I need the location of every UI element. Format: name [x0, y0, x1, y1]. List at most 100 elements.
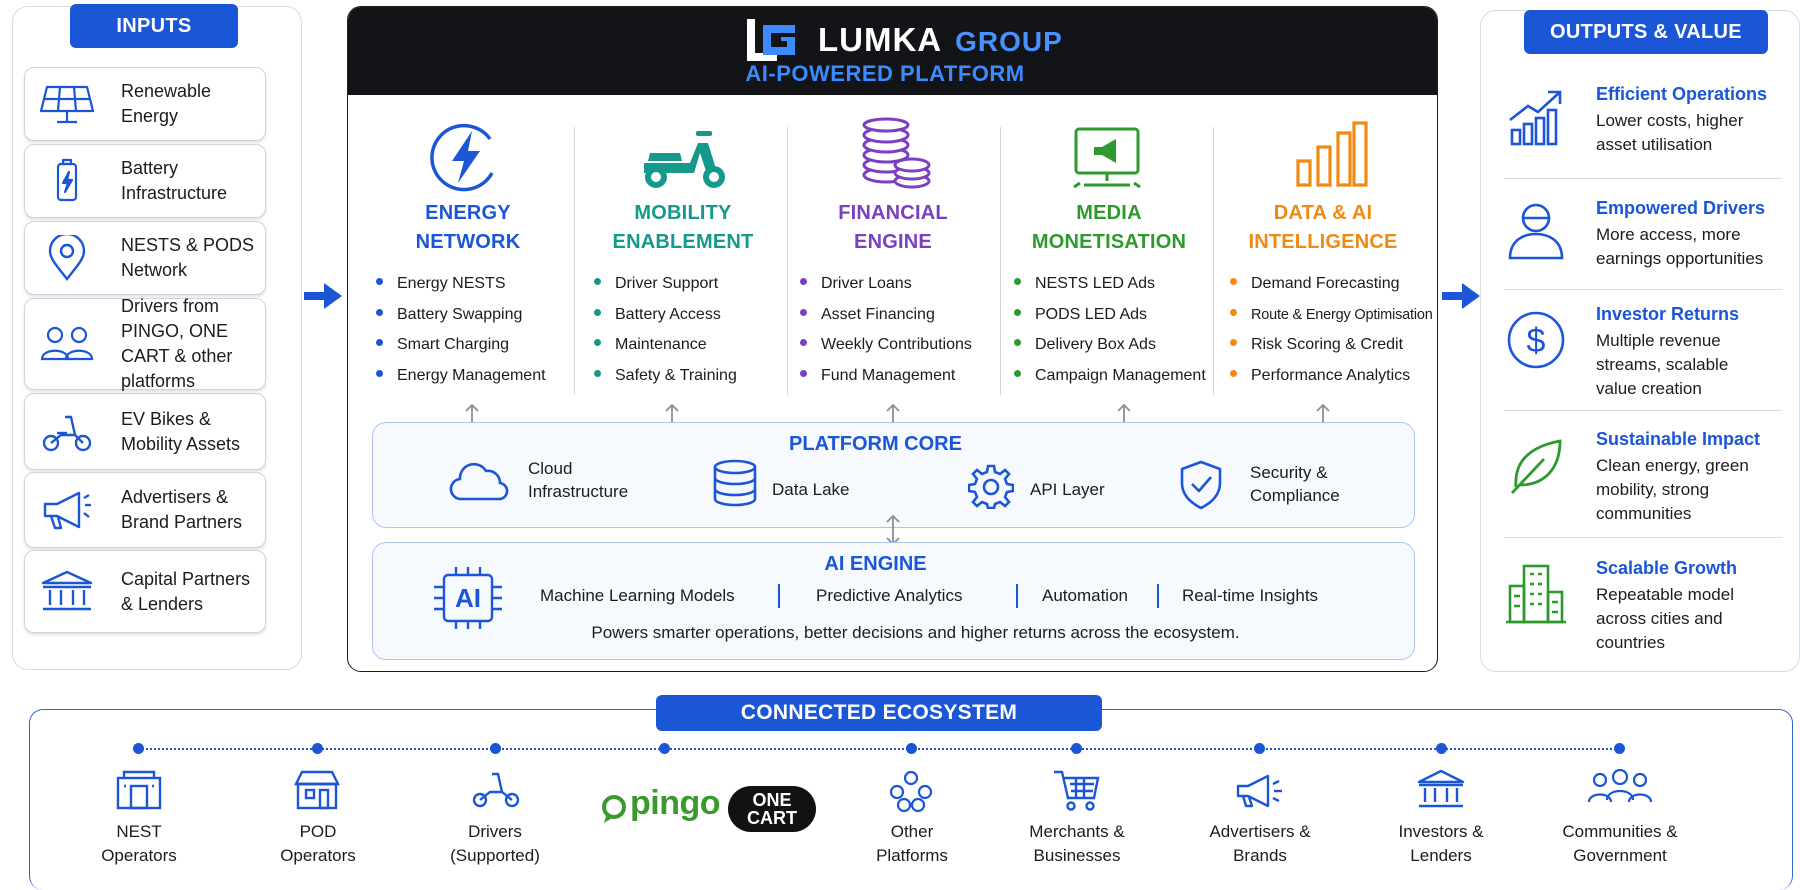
column-title-data-ai: DATA & AI INTELLIGENCE: [1248, 202, 1398, 253]
driver-icon: [1508, 203, 1564, 260]
divider: [1016, 584, 1018, 608]
input-card-renewable-energy: Renewable Energy: [24, 67, 266, 141]
energy-list: Energy NESTS Battery Swapping Smart Char…: [376, 269, 546, 391]
list-item: Smart Charging: [376, 330, 546, 361]
platform-header: LUMKA GROUP AI-POWERED PLATFORM: [348, 7, 1437, 95]
output-title: Efficient Operations: [1596, 84, 1768, 104]
connector-dot: [133, 743, 144, 754]
data-ai-list: Demand Forecasting Route & Energy Optimi…: [1230, 269, 1433, 391]
ai-item-label: Predictive Analytics: [816, 586, 963, 605]
output-desc: More access, more earnings opportunities: [1596, 225, 1764, 268]
input-card-label: NESTS & PODS Network: [121, 235, 255, 280]
cloud-icon: [449, 462, 509, 501]
input-card-drivers: Drivers from PINGO, ONE CART & other pla…: [24, 296, 266, 391]
scooter-icon: [472, 772, 520, 808]
list-item: Demand Forecasting: [1230, 269, 1433, 300]
connector-dot: [906, 743, 917, 754]
core-item-label: Data Lake: [772, 480, 850, 499]
bar-chart-icon: [1296, 121, 1368, 187]
input-card-ev-bikes: EV Bikes & Mobility Assets: [24, 393, 266, 470]
output-title: Sustainable Impact: [1596, 429, 1761, 449]
divider: [1157, 584, 1159, 608]
list-item: Asset Financing: [800, 300, 972, 331]
financial-list: Driver Loans Asset Financing Weekly Cont…: [800, 269, 972, 391]
lumka-logo: [747, 19, 795, 61]
ai-engine-title: AI ENGINE: [824, 553, 927, 575]
output-desc: Repeatable model across cities and count…: [1596, 585, 1734, 652]
column-divider: [1213, 127, 1214, 395]
media-list: NESTS LED Ads PODS LED Ads Delivery Box …: [1014, 269, 1206, 391]
separator: [1504, 410, 1782, 411]
people-icon: [40, 326, 94, 361]
ai-tagline: Powers smarter operations, better decisi…: [591, 623, 1240, 642]
input-card-label: EV Bikes & Mobility Assets: [121, 408, 241, 454]
connector-dot: [1436, 743, 1447, 754]
ai-chip-icon: AI: [432, 565, 504, 631]
gear-icon: [968, 464, 1014, 509]
core-item-label: Security & Compliance: [1250, 463, 1340, 505]
list-item: Route & Energy Optimisation: [1230, 300, 1433, 331]
list-item: Delivery Box Ads: [1014, 330, 1206, 361]
core-item-label: API Layer: [1030, 480, 1105, 499]
ai-item-label: Machine Learning Models: [540, 586, 735, 605]
brand-group: GROUP: [955, 26, 1063, 57]
output-desc: Lower costs, higher asset utilisation: [1596, 111, 1744, 154]
connector-dot: [1614, 743, 1625, 754]
connector-dot: [312, 743, 323, 754]
list-item: Fund Management: [800, 361, 972, 392]
eco-merchants: Merchants &Businesses: [1029, 822, 1125, 865]
megaphone-icon: [43, 491, 91, 530]
nest-kiosk-icon: [116, 770, 162, 810]
column-title-mobility: MOBILITY ENABLEMENT: [612, 202, 754, 253]
list-item: Risk Scoring & Credit: [1230, 330, 1433, 361]
list-item: Battery Swapping: [376, 300, 546, 331]
bank-icon: [1417, 769, 1465, 808]
brand-name: LUMKA: [818, 21, 941, 58]
output-title: Empowered Drivers: [1596, 198, 1766, 218]
digital-screen-icon: [1073, 127, 1141, 189]
shield-check-icon: [1180, 460, 1222, 510]
list-item: Performance Analytics: [1230, 361, 1433, 392]
list-item: Driver Support: [594, 269, 737, 300]
scooter-icon: [644, 131, 725, 188]
svg-text:$: $: [1527, 322, 1546, 360]
pingo-mark-icon: [602, 795, 626, 823]
output-scalable-growth: Scalable Growth Repeatable model across …: [1504, 558, 1782, 658]
platform-panel: LUMKA GROUP AI-POWERED PLATFORM ENERGY N…: [347, 6, 1438, 672]
list-item: Campaign Management: [1014, 361, 1206, 392]
output-title: Scalable Growth: [1596, 558, 1738, 578]
platform-subtitle: AI-POWERED PLATFORM: [745, 61, 1025, 86]
eco-investors: Investors &Lenders: [1398, 822, 1484, 865]
input-card-capital-partners: Capital Partners & Lenders: [24, 550, 266, 633]
output-desc: Multiple revenue streams, scalable value…: [1596, 331, 1729, 398]
ai-item-label: Automation: [1042, 586, 1128, 605]
input-card-label: Capital Partners & Lenders: [121, 568, 251, 614]
column-title-energy: ENERGY NETWORK: [415, 202, 521, 253]
outputs-header: OUTPUTS & VALUE: [1524, 10, 1768, 54]
connector-dot: [1071, 743, 1082, 754]
list-item: NESTS LED Ads: [1014, 269, 1206, 300]
eco-communities: Communities &Government: [1562, 822, 1678, 865]
pingo-wordmark: pingo: [630, 784, 721, 822]
eco-drivers: Drivers(Supported): [450, 822, 540, 865]
input-card-battery-infrastructure: Battery Infrastructure: [24, 144, 266, 218]
growth-chart-icon: [1509, 90, 1562, 146]
ai-chip-label: AI: [455, 583, 481, 613]
input-card-label: Renewable Energy: [121, 81, 212, 126]
pod-store-icon: [294, 770, 340, 810]
output-empowered-drivers: Empowered Drivers More access, more earn…: [1504, 198, 1782, 278]
column-divider: [574, 127, 575, 395]
arrow-right-icon: [304, 283, 342, 309]
output-title: Investor Returns: [1596, 304, 1740, 324]
lightning-icon: [430, 123, 494, 192]
list-item: Safety & Training: [594, 361, 737, 392]
onecart-logo: ONE CART: [728, 786, 816, 832]
dollar-icon: $: [1507, 311, 1565, 369]
input-card-label: Advertisers & Brand Partners: [121, 487, 243, 532]
list-item: Energy Management: [376, 361, 546, 392]
leaf-icon: [1510, 439, 1562, 494]
list-item: Energy NESTS: [376, 269, 546, 300]
